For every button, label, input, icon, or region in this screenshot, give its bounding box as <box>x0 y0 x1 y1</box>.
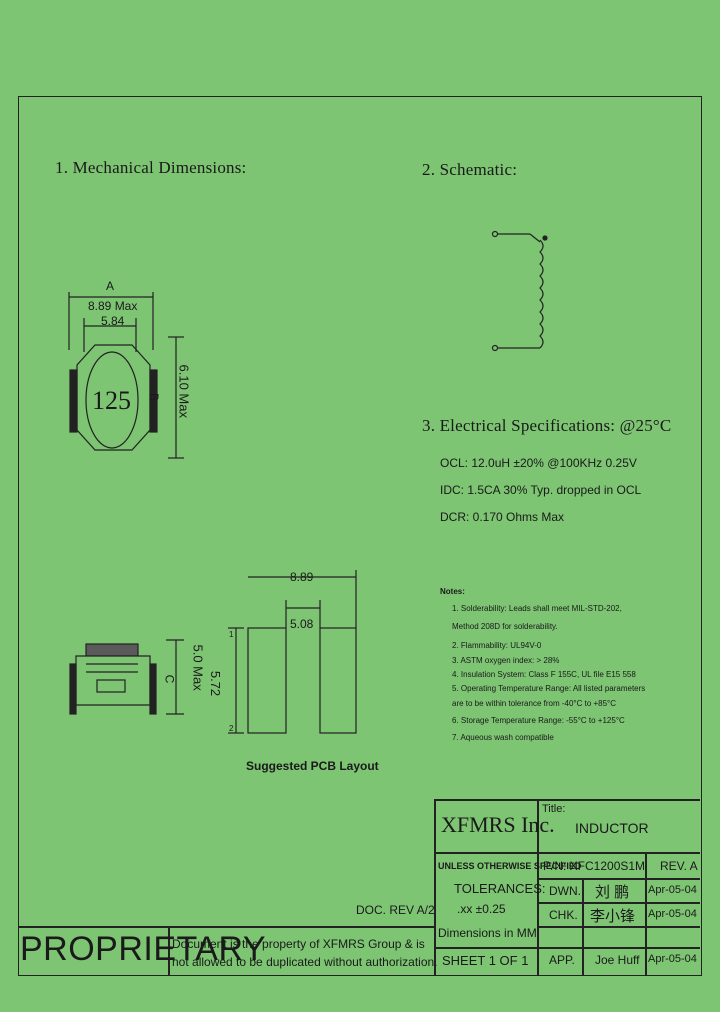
dim-a-max: 8.89 Max <box>88 299 138 313</box>
pcb-pin2: 2 <box>229 724 234 733</box>
note-item: are to be within tolerance from -40°C to… <box>452 699 617 708</box>
note-item: 5. Operating Temperature Range: All list… <box>452 684 646 693</box>
note-item: 1. Solderability: Leads shall meet MIL-S… <box>452 604 622 613</box>
pcb-width: 8.89 <box>290 570 314 584</box>
dim-c-max: 5.0 Max <box>190 644 206 691</box>
electrical-heading: 3. Electrical Specifications: @25°C <box>422 416 672 435</box>
spec-ocl: OCL: 12.0uH ±20% @100KHz 0.25V <box>440 456 637 470</box>
title-value: INDUCTOR <box>575 820 649 836</box>
company-name: XFMRS Inc. <box>441 812 555 837</box>
dim-a-letter: A <box>106 279 115 293</box>
app-label: APP. <box>549 953 575 967</box>
revision: REV. A <box>660 859 698 873</box>
pcb-label: Suggested PCB Layout <box>246 759 379 773</box>
doc-revision: DOC. REV A/2 <box>356 903 435 917</box>
app-name: Joe Huff <box>595 953 640 967</box>
note-item: Method 208D for solderability. <box>452 622 558 631</box>
pcb-gap: 5.08 <box>290 617 314 631</box>
disclaimer-line-2: not allowed to be duplicated without aut… <box>172 955 438 969</box>
note-item: 2. Flammability: UL94V-0 <box>452 641 542 650</box>
spec-dcr: DCR: 0.170 Ohms Max <box>440 510 565 524</box>
note-item: 4. Insulation System: Class F 155C, UL f… <box>452 670 636 679</box>
drawing-frame <box>18 96 702 976</box>
dim-b-letter: B <box>147 392 162 402</box>
proprietary-stamp: PROPRIETARY <box>20 930 267 968</box>
schematic-heading: 2. Schematic: <box>422 160 518 179</box>
dwn-date: Apr-05-04 <box>648 884 697 896</box>
tolerance-value: .xx ±0.25 <box>457 902 506 916</box>
tolerances-label: TOLERANCES: <box>454 881 546 896</box>
title-label: Title: <box>542 803 566 815</box>
chk-label: CHK. <box>549 908 578 922</box>
note-item: 3. ASTM oxygen index: > 28% <box>452 656 560 665</box>
app-date: Apr-05-04 <box>648 953 697 965</box>
note-item: 7. Aqueous wash compatible <box>452 733 554 742</box>
dwn-name: 刘 鹏 <box>595 884 630 901</box>
dwn-label: DWN. <box>549 884 581 898</box>
sheet-number: SHEET 1 OF 1 <box>442 953 529 968</box>
spec-idc: IDC: 1.5CA 30% Typ. dropped in OCL <box>440 483 642 497</box>
pcb-pin1: 1 <box>229 630 234 639</box>
chk-date: Apr-05-04 <box>648 908 697 920</box>
dimensions-unit: Dimensions in MM <box>438 926 537 940</box>
dim-c-letter: C <box>162 674 177 684</box>
part-marking: 125 <box>92 386 131 415</box>
notes-title: Notes: <box>440 587 465 596</box>
chk-name: 李小锋 <box>590 908 636 925</box>
dim-b-max: 6.10 Max <box>176 364 192 418</box>
note-item: 6. Storage Temperature Range: -55°C to +… <box>452 716 625 725</box>
mechanical-heading: 1. Mechanical Dimensions: <box>55 158 247 177</box>
pcb-height: 5.72 <box>208 670 224 697</box>
unless-specified: UNLESS OTHERWISE SPECIFIED <box>438 861 582 871</box>
dim-a-inner: 5.84 <box>101 314 125 328</box>
part-number: P/N: XFC1200S1M <box>543 859 646 873</box>
disclaimer-line-1: Document is the property of XFMRS Group … <box>172 937 425 951</box>
